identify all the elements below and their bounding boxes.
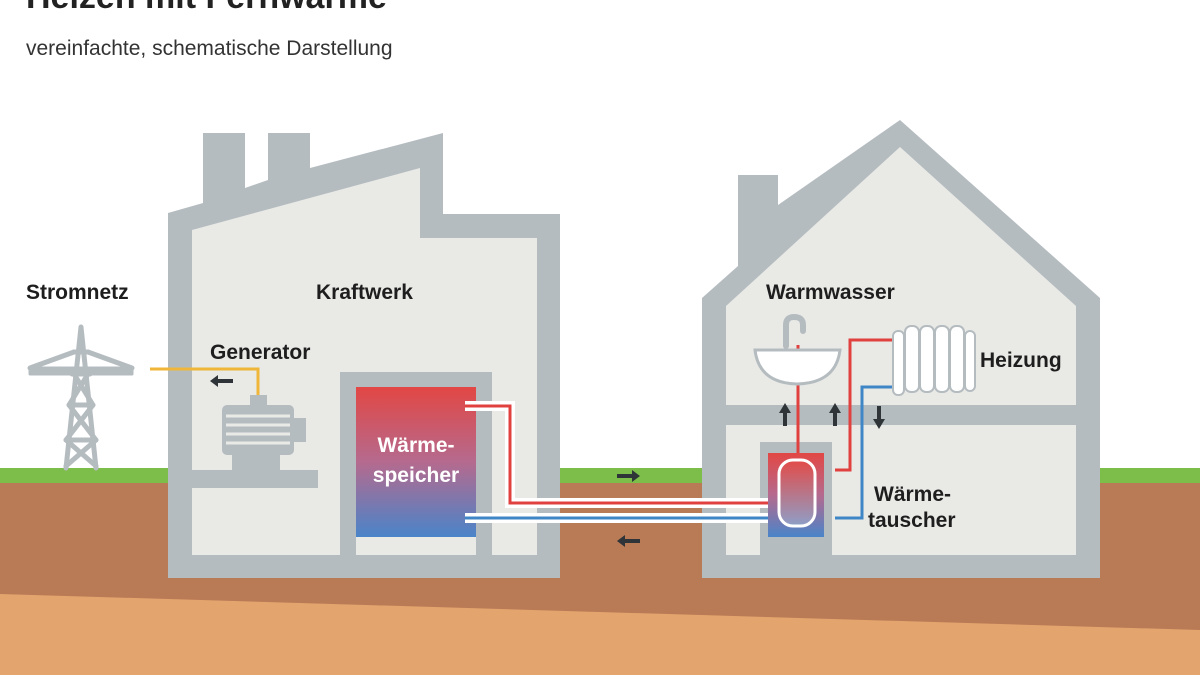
up-arrow-hot-water <box>779 403 791 426</box>
supply-flow-arrow <box>617 470 640 482</box>
label-generator: Generator <box>210 341 311 364</box>
heat-storage-tank <box>356 387 476 537</box>
page-title: Heizen mit Fernwärme <box>26 0 387 17</box>
return-flow-arrow <box>617 535 640 547</box>
label-heating: Heizung <box>980 349 1062 372</box>
label-grid: Stromnetz <box>26 281 129 304</box>
heating-supply-pipe <box>835 338 895 472</box>
label-exchanger-line1: Wärme- <box>874 483 952 506</box>
page-subtitle: vereinfachte, schematische Darstellung <box>26 37 393 60</box>
power-line <box>150 367 260 395</box>
sink-icon <box>753 313 842 386</box>
soil-lower <box>0 594 1200 675</box>
power-pylon <box>27 324 135 471</box>
heating-return-pipe <box>835 385 895 520</box>
label-exchanger-line2: tauscher <box>868 509 956 532</box>
label-storage: Wärme- speicher <box>356 431 476 491</box>
supply-pipe <box>465 401 770 508</box>
label-exchanger: Wärme- tauscher <box>868 482 956 534</box>
power-flow-arrow <box>210 375 233 387</box>
heat-exchanger <box>768 453 824 537</box>
generator-platform <box>192 470 318 488</box>
label-storage-line1: Wärme- <box>377 434 455 457</box>
down-arrow-heating-return <box>873 406 885 429</box>
generator <box>222 395 306 470</box>
label-plant: Kraftwerk <box>316 281 413 304</box>
up-arrow-heating <box>829 403 841 426</box>
label-storage-line2: speicher <box>372 464 460 487</box>
radiator-icon <box>892 325 976 396</box>
label-hot-water: Warmwasser <box>766 281 895 304</box>
